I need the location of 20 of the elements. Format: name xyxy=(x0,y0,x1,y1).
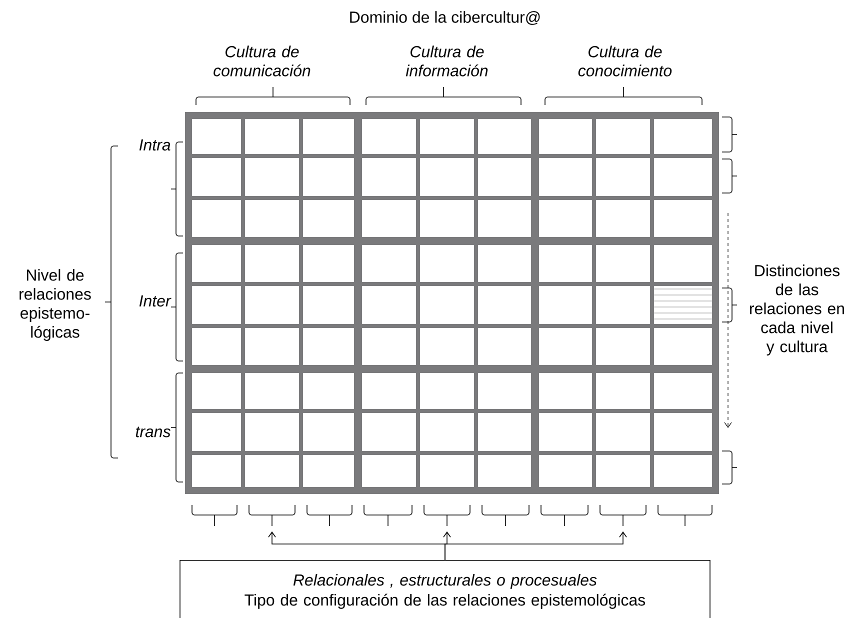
level-label: Intra xyxy=(139,139,170,151)
column-heading: Cultura de comunicación xyxy=(214,46,310,76)
brace xyxy=(600,504,646,526)
text-box: Relacionales , estructurales o procesuales Tipo de configuración de las relaciones epistemológicas xyxy=(180,560,710,618)
column-heading: Cultura de información xyxy=(406,46,488,76)
annotation-text: Distinciones de las relaciones en cada nivel y cultura xyxy=(750,264,844,356)
brace xyxy=(482,504,530,526)
arrow xyxy=(444,531,627,560)
level-label: trans xyxy=(136,426,170,438)
brace xyxy=(424,504,470,526)
level-label: Inter xyxy=(139,295,172,307)
brace xyxy=(364,504,412,526)
axis-label: Nivel de relaciones epistemo- lógicas xyxy=(20,269,91,341)
brace xyxy=(540,504,588,526)
brace xyxy=(248,504,296,526)
column-heading: Cultura de conocimiento xyxy=(578,46,672,76)
brace xyxy=(306,504,352,526)
title: Dominio de la cibercultur@ xyxy=(350,11,540,25)
brace xyxy=(192,504,238,526)
brace xyxy=(658,504,712,526)
